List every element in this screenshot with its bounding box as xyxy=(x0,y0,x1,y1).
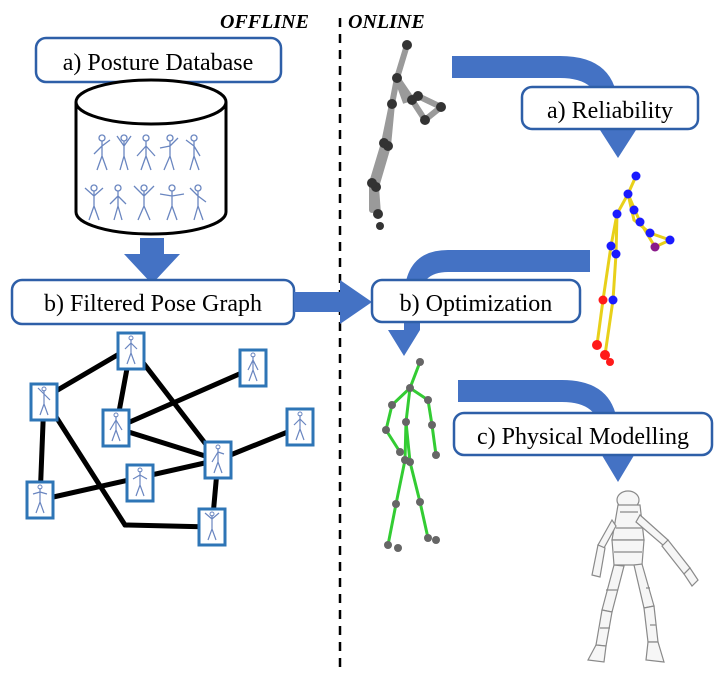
pose-node xyxy=(116,331,146,371)
online-header: ONLINE xyxy=(348,11,425,33)
filtered-pose-graph-box: b) Filtered Pose Graph xyxy=(10,278,296,326)
graph-to-optimization-arrow xyxy=(294,280,372,324)
database-stick-figures xyxy=(84,134,207,221)
filtered-pose-graph-label: b) Filtered Pose Graph xyxy=(44,291,262,317)
pose-node xyxy=(101,408,131,448)
physical-modelling-label: c) Physical Modelling xyxy=(477,424,689,450)
reliability-skeleton-yellow xyxy=(592,171,675,366)
database-to-graph-arrow xyxy=(124,238,180,284)
input-skeleton-gray xyxy=(367,40,446,230)
pose-graph-nodes xyxy=(25,331,315,547)
pose-node xyxy=(29,382,59,422)
database-cylinder-icon xyxy=(74,78,228,236)
pose-node xyxy=(25,480,55,520)
input-to-reliability-arrow xyxy=(452,56,636,158)
physical-modelling-box: c) Physical Modelling xyxy=(452,411,714,457)
optimization-label: b) Optimization xyxy=(400,291,553,317)
optimization-to-physical-arrow xyxy=(458,380,636,482)
offline-header: OFFLINE xyxy=(220,11,309,33)
optimized-skeleton-green xyxy=(382,358,440,552)
pose-node xyxy=(197,507,227,547)
optimization-box: b) Optimization xyxy=(370,278,582,324)
pose-node xyxy=(125,463,155,503)
pose-node xyxy=(203,440,233,480)
pose-node xyxy=(285,407,315,447)
reliability-box: a) Reliability xyxy=(520,85,700,131)
posture-database-label: a) Posture Database xyxy=(63,50,254,76)
reliability-to-optimization-arrow xyxy=(388,250,590,356)
reliability-label: a) Reliability xyxy=(547,98,673,124)
posture-database-box: a) Posture Database xyxy=(34,36,283,84)
physical-model-wireframe xyxy=(587,490,699,663)
pose-node xyxy=(238,348,268,388)
